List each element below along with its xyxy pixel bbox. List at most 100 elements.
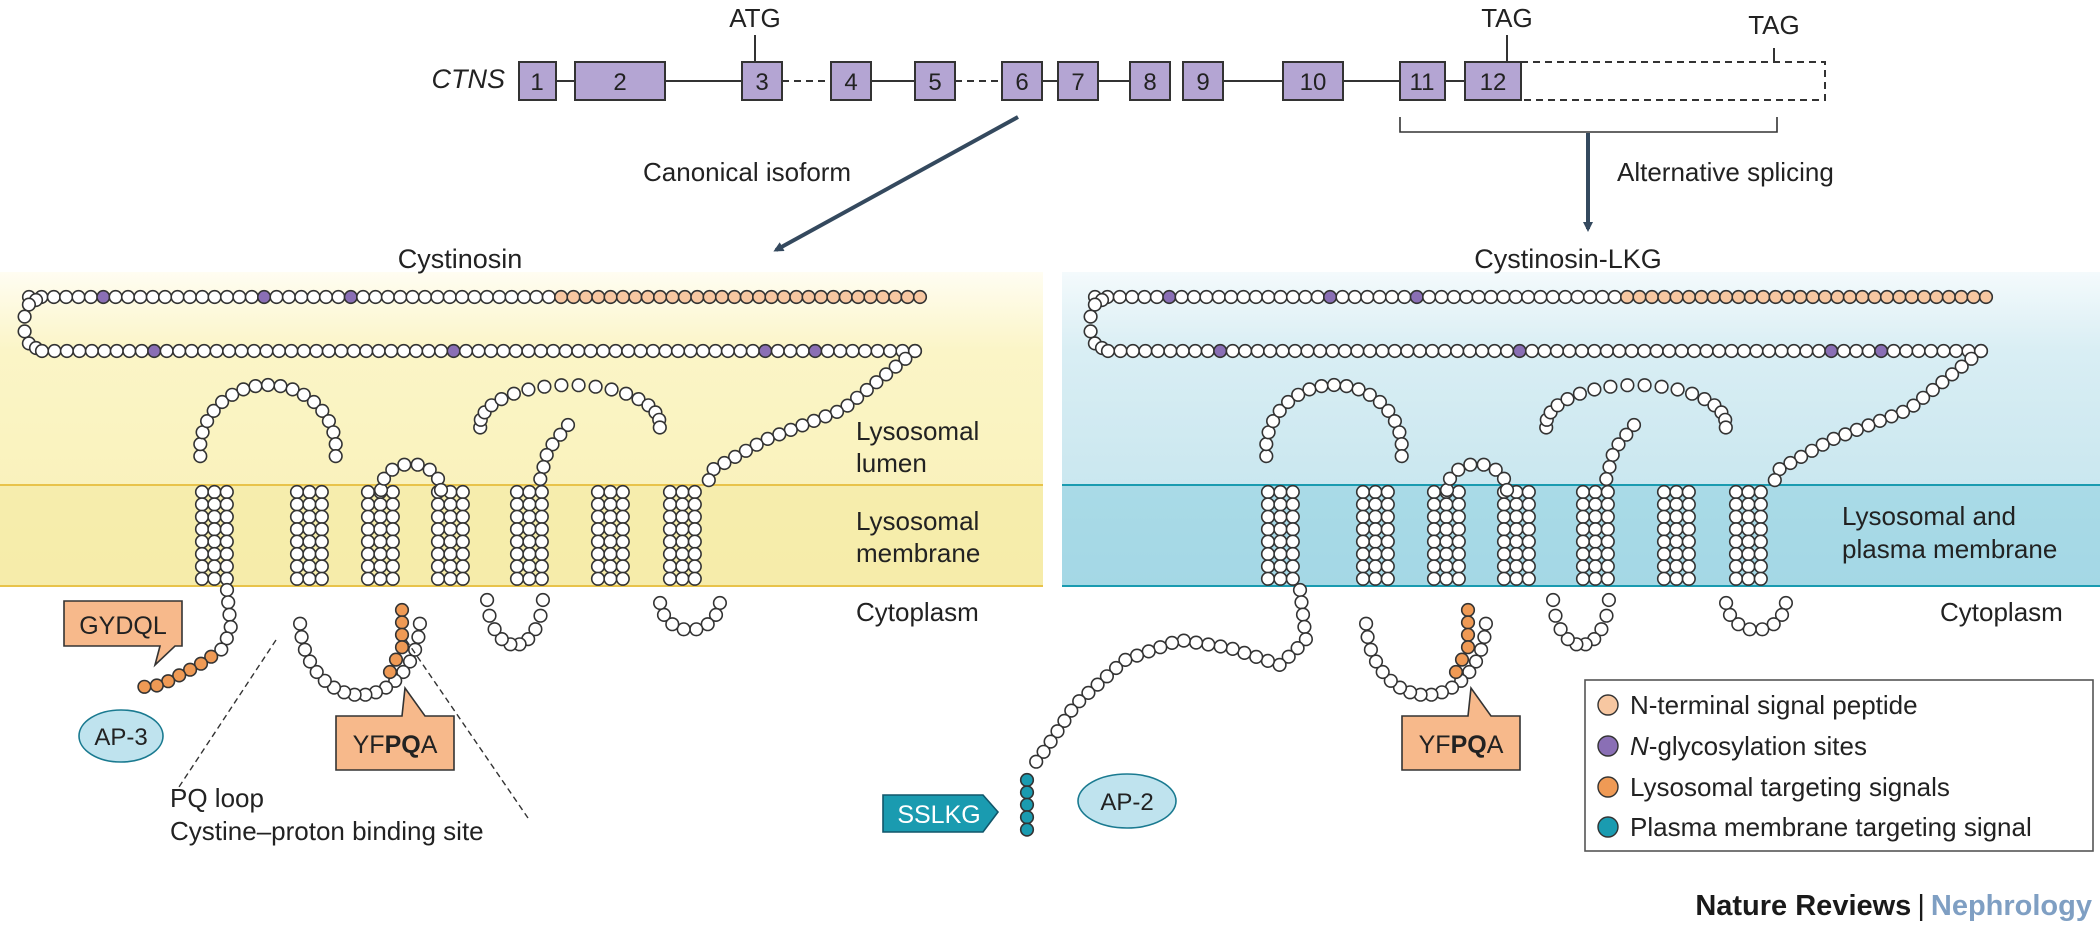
residue-bead bbox=[1362, 387, 1377, 402]
residue-bead bbox=[219, 522, 234, 537]
residue-bead bbox=[1394, 449, 1409, 464]
residue-bead bbox=[1588, 534, 1603, 549]
residue-bead bbox=[209, 343, 224, 359]
residue-bead bbox=[494, 392, 509, 407]
residue-bead bbox=[137, 679, 152, 694]
residue-bead bbox=[483, 343, 499, 359]
residue-bead bbox=[314, 546, 329, 562]
residue-bead bbox=[1273, 289, 1288, 305]
residue-bead bbox=[1731, 289, 1746, 305]
residue-bead bbox=[221, 595, 236, 610]
residue-bead bbox=[236, 382, 251, 397]
residue-bead bbox=[1728, 522, 1744, 537]
residue-bead bbox=[271, 343, 287, 359]
residue-bead bbox=[560, 417, 576, 433]
residue-bead bbox=[533, 471, 548, 487]
residue-bead bbox=[195, 289, 210, 305]
residue-bead bbox=[1867, 289, 1882, 305]
residue-bead bbox=[194, 522, 210, 537]
residue-bead bbox=[1662, 343, 1677, 359]
residue-bead bbox=[360, 509, 376, 524]
residue-bead bbox=[1137, 289, 1152, 305]
legend-label: N-terminal signal peptide bbox=[1630, 690, 1918, 720]
residue-bead bbox=[1766, 617, 1781, 632]
residue-bead bbox=[47, 343, 62, 359]
residue-bead bbox=[1620, 378, 1635, 393]
residue-bead bbox=[183, 662, 198, 677]
residue-bead bbox=[1019, 785, 1035, 800]
residue-bead bbox=[1113, 343, 1128, 359]
residue-bead bbox=[509, 522, 525, 537]
residue-bead bbox=[293, 616, 308, 631]
residue-bead bbox=[727, 289, 742, 305]
residue-bead bbox=[1451, 509, 1466, 524]
residue-bead bbox=[850, 289, 866, 305]
residue-bead bbox=[1681, 509, 1696, 524]
residue-bead bbox=[487, 622, 502, 637]
residue-bead bbox=[1200, 343, 1215, 359]
residue-bead bbox=[662, 534, 678, 549]
residue-bead bbox=[1520, 289, 1536, 305]
residue-bead bbox=[1368, 559, 1383, 574]
residue-bead bbox=[590, 559, 606, 574]
residue-bead bbox=[708, 607, 724, 623]
residue-bead bbox=[373, 546, 388, 562]
alt-stop-codon-label: TAG bbox=[1748, 10, 1800, 40]
residue-bead bbox=[1855, 289, 1870, 305]
residue-bead bbox=[590, 484, 606, 500]
residue-bead bbox=[302, 559, 317, 574]
gydql-motif: GYDQL bbox=[79, 612, 167, 640]
binding-site-label: Cystine–proton binding site bbox=[170, 816, 484, 846]
residue-bead bbox=[384, 343, 399, 359]
residue-bead bbox=[373, 509, 388, 524]
residue-bead bbox=[1767, 473, 1782, 488]
residue-bead bbox=[373, 497, 388, 512]
residue-bead bbox=[385, 534, 400, 549]
residue-bead bbox=[1656, 546, 1672, 562]
residue-bead bbox=[534, 484, 549, 500]
residue-bead bbox=[1793, 449, 1809, 465]
residue-bead bbox=[1570, 289, 1585, 305]
residue-bead bbox=[360, 546, 376, 562]
residue-bead bbox=[302, 484, 317, 500]
residue-bead bbox=[446, 343, 461, 359]
residue-bead bbox=[700, 617, 715, 632]
residue-bead bbox=[96, 289, 111, 305]
residue-bead bbox=[1261, 289, 1276, 305]
residue-bead bbox=[385, 509, 400, 524]
residue-bead bbox=[1275, 343, 1290, 359]
svg-text:YFPQA: YFPQA bbox=[1419, 731, 1504, 759]
residue-bead bbox=[182, 289, 197, 305]
residue-bead bbox=[1736, 343, 1752, 359]
residue-bead bbox=[1600, 497, 1615, 512]
residue-bead bbox=[675, 497, 690, 512]
residue-bead bbox=[1509, 509, 1524, 524]
residue-bead bbox=[422, 462, 437, 477]
residue-bead bbox=[1260, 546, 1276, 562]
residue-bead bbox=[1611, 437, 1626, 452]
residue-bead bbox=[1849, 343, 1864, 359]
residue-bead bbox=[608, 343, 623, 359]
residue-bead bbox=[615, 534, 630, 549]
exon-11 bbox=[1399, 61, 1446, 101]
residue-bead bbox=[1460, 627, 1476, 642]
residue-bead bbox=[133, 289, 148, 305]
residue-bead bbox=[219, 534, 234, 549]
cytoplasm-label: Cytoplasm bbox=[856, 597, 979, 627]
residue-bead bbox=[1150, 343, 1165, 359]
residue-bead bbox=[604, 382, 619, 397]
residue-bead bbox=[109, 343, 124, 359]
residue-bead bbox=[1600, 509, 1615, 524]
residue-bead bbox=[1213, 639, 1228, 654]
residue-bead bbox=[1285, 571, 1300, 586]
residue-bead bbox=[1186, 289, 1202, 305]
residue-bead bbox=[652, 595, 668, 611]
residue-bead bbox=[360, 534, 376, 549]
residue-bead bbox=[687, 546, 702, 562]
residue-bead bbox=[615, 522, 630, 537]
residue-bead bbox=[640, 289, 655, 305]
residue-bead bbox=[1448, 664, 1464, 680]
residue-bead bbox=[219, 509, 234, 524]
residue-bead bbox=[687, 484, 702, 500]
residue-bead bbox=[882, 343, 898, 359]
